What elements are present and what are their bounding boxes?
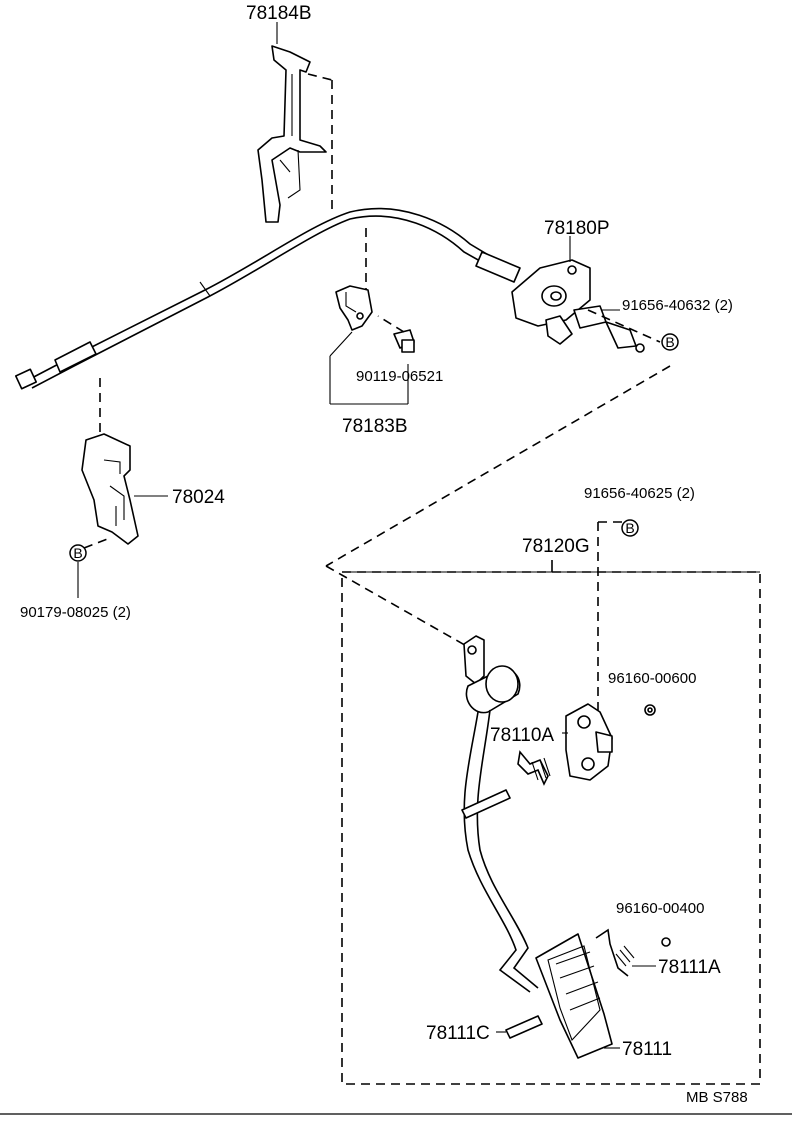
label-90119-06521: 90119-06521: [356, 368, 443, 385]
b-marker-1-label: B: [665, 334, 674, 350]
b-marker-3: B: [69, 544, 87, 562]
part-labels: 78184B 78180P 91656-40632 (2) 90119-0652…: [20, 3, 748, 1106]
pedal-pad-78111: [535, 933, 613, 1059]
leader-lines: [77, 22, 656, 1049]
washer-96160-00600: [644, 704, 656, 716]
label-78111C: 78111C: [426, 1023, 490, 1044]
b-marker-2-label: B: [625, 520, 634, 536]
b-marker-1: B: [661, 333, 679, 351]
label-78183B: 78183B: [342, 416, 408, 437]
bolt-90119-06521: [393, 329, 415, 353]
label-78110A: 78110A: [490, 725, 554, 746]
label-78024: 78024: [172, 487, 225, 508]
bracket-78184B: [257, 45, 327, 223]
label-78111A: 78111A: [658, 957, 721, 978]
assembly-box-78120G: [341, 560, 761, 1085]
washer-96160-00400: [661, 937, 671, 947]
clamp-78183B: [335, 285, 373, 331]
label-78111: 78111: [622, 1039, 672, 1060]
label-78120G: 78120G: [522, 536, 590, 557]
cable-bracket-78180P: [511, 259, 645, 353]
label-78180P: 78180P: [544, 218, 610, 239]
pivot-bracket-78110A: [517, 703, 613, 786]
reference-code: MB S788: [686, 1089, 748, 1106]
pedal-arm: [461, 635, 539, 993]
accelerator-cable: [14, 207, 521, 390]
label-91656-40625: 91656-40625 (2): [584, 485, 695, 502]
pin-78111C: [505, 1015, 543, 1039]
label-96160-00600: 96160-00600: [608, 670, 696, 687]
dashed-guides: [83, 73, 671, 718]
b-marker-3-label: B: [73, 545, 82, 561]
label-91656-40632: 91656-40632 (2): [622, 297, 733, 314]
label-78184B: 78184B: [246, 3, 312, 24]
b-marker-2: B: [621, 519, 639, 537]
label-96160-00400: 96160-00400: [616, 900, 704, 917]
label-90179-08025: 90179-08025 (2): [20, 604, 131, 621]
spring-78111A: [595, 928, 635, 977]
bracket-78024: [81, 433, 139, 545]
